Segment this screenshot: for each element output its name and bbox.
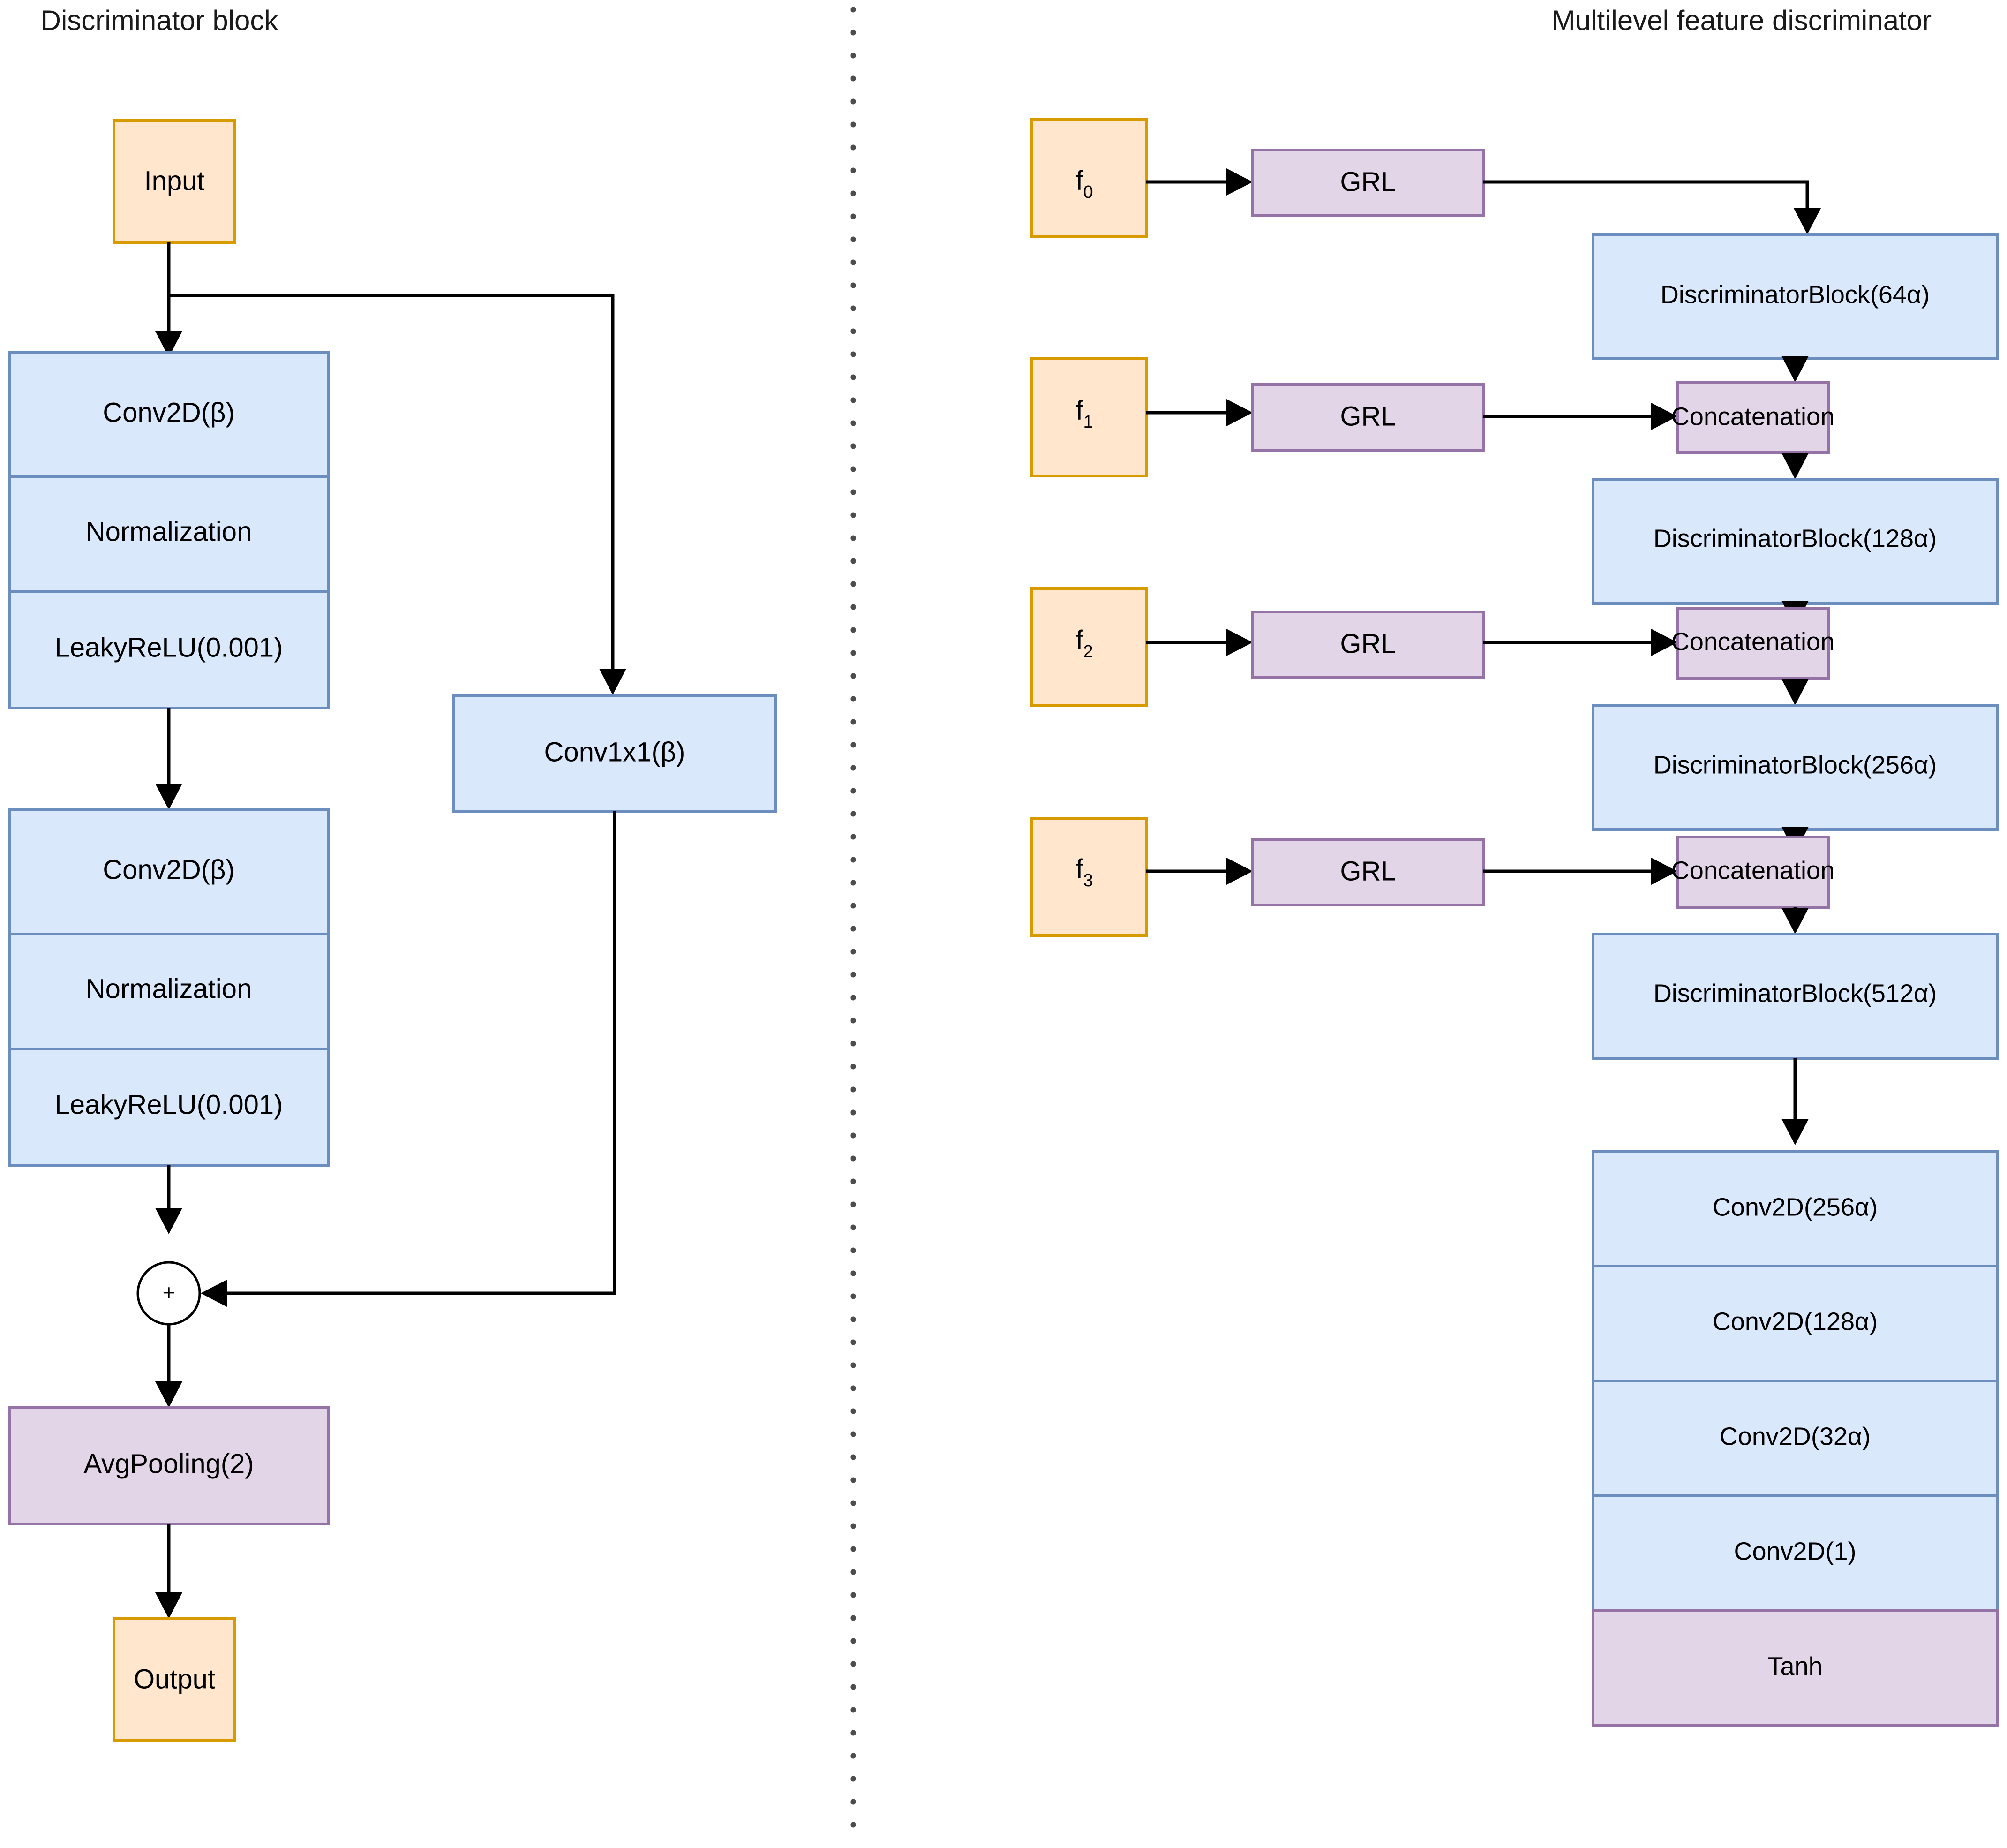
concatenation-2-label: Concatenation (1671, 856, 1834, 884)
edge-input-to-skip-conv (169, 294, 615, 682)
left-panel-title: Discriminator block (41, 5, 279, 36)
grl-3-label: GRL (1340, 856, 1396, 886)
arrowhead-concat2-to-discblock512 (1781, 908, 1809, 934)
conv2d-b-label: Conv2D(β) (103, 854, 235, 885)
concatenation-1-label: Concatenation (1671, 627, 1834, 656)
feature-f2-node[interactable] (1030, 587, 1148, 707)
leakyrelu-a-node[interactable] (8, 590, 330, 709)
feature-f2-label: f2 (1075, 625, 1093, 662)
head-conv2d-128-label: Conv2D(128α) (1713, 1307, 1878, 1335)
head-conv2d-32-label: Conv2D(32α) (1720, 1422, 1871, 1450)
arrowhead-input-to-conv-a (155, 331, 182, 357)
arrowhead-avgpool-to-output (155, 1592, 182, 1619)
discriminator-block-64-node[interactable] (1592, 233, 1999, 360)
head-conv2d-256-label: Conv2D(256α) (1713, 1193, 1878, 1221)
head-conv2d-128-node[interactable] (1592, 1265, 1999, 1382)
head-conv2d-256-node[interactable] (1592, 1150, 1999, 1267)
grl-1-label: GRL (1340, 401, 1396, 431)
concatenation-2-node[interactable] (1676, 836, 1830, 909)
input-node-label: Input (144, 166, 205, 196)
output-node-label: Output (134, 1664, 215, 1694)
head-tanh-node[interactable] (1592, 1609, 1999, 1727)
head-conv2d-1-node[interactable] (1592, 1494, 1999, 1612)
grl-2-node[interactable] (1251, 611, 1485, 679)
edge-grl0-to-discblock-64 (1483, 180, 1809, 222)
discriminator-block-256-label: DiscriminatorBlock(256α) (1654, 751, 1937, 779)
feature-f1-node[interactable] (1030, 357, 1148, 477)
head-conv2d-1-label: Conv2D(1) (1734, 1537, 1856, 1565)
grl-0-label: GRL (1340, 166, 1396, 197)
discriminator-block-512-label: DiscriminatorBlock(512α) (1654, 979, 1937, 1007)
conv1x1-node[interactable] (452, 694, 777, 813)
discriminator-block-64-label: DiscriminatorBlock(64α) (1661, 280, 1930, 309)
edge-skip-conv-to-add (213, 811, 616, 1295)
discriminator-block-256-node[interactable] (1592, 704, 1999, 831)
conv2d-a-label: Conv2D(β) (103, 397, 235, 428)
conv2d-a-node[interactable] (8, 351, 330, 478)
discriminator-block-128-node[interactable] (1592, 478, 1999, 605)
feature-f3-label: f3 (1075, 854, 1093, 890)
arrowhead-f3-to-grl3 (1226, 858, 1253, 885)
arrowhead-block-a-to-block-b (155, 784, 182, 810)
avgpooling-label: AvgPooling(2) (83, 1448, 254, 1479)
discriminator-block-512-node[interactable] (1592, 933, 1999, 1060)
arrowhead-grl1-to-concat0 (1651, 403, 1677, 430)
add-operator-label: + (163, 1280, 175, 1305)
grl-0-node[interactable] (1251, 149, 1485, 217)
discriminator-block-128-label: DiscriminatorBlock(128α) (1654, 524, 1937, 552)
concatenation-1-node[interactable] (1676, 607, 1830, 680)
normalization-a-node[interactable] (8, 475, 330, 593)
grl-1-node[interactable] (1251, 383, 1485, 452)
arrowhead-f1-to-grl1 (1226, 399, 1253, 426)
arrowhead-input-to-skip-conv (599, 669, 626, 695)
arrowhead-grl0-to-discblock-64 (1794, 208, 1821, 234)
leakyrelu-b-node[interactable] (8, 1048, 330, 1167)
arrowhead-grl3-to-concat2 (1651, 858, 1677, 885)
arrowhead-discblock64-to-concat0 (1781, 356, 1809, 382)
arrowhead-f0-to-grl0 (1226, 168, 1253, 196)
arrowhead-f2-to-grl2 (1226, 629, 1253, 656)
feature-f3-node[interactable] (1030, 817, 1148, 937)
feature-f1-label: f1 (1075, 395, 1093, 432)
feature-f0-label: f0 (1075, 166, 1093, 202)
arrowhead-grl2-to-concat1 (1651, 629, 1677, 656)
grl-2-label: GRL (1340, 628, 1396, 659)
arrowhead-discblock512-to-head (1781, 1119, 1809, 1145)
output-node[interactable] (113, 1617, 236, 1742)
normalization-a-label: Normalization (86, 516, 252, 547)
feature-f0-node[interactable] (1030, 118, 1148, 238)
arrowhead-block-b-to-add (155, 1208, 182, 1234)
avgpooling-node[interactable] (8, 1406, 330, 1525)
head-tanh-label: Tanh (1767, 1652, 1822, 1680)
arrowhead-skip-conv-to-add (201, 1280, 227, 1307)
concatenation-0-node[interactable] (1676, 381, 1830, 454)
grl-3-node[interactable] (1251, 838, 1485, 906)
head-conv2d-32-node[interactable] (1592, 1380, 1999, 1497)
input-node[interactable] (113, 119, 236, 244)
arrowhead-concat0-to-discblock128 (1781, 453, 1809, 479)
normalization-b-label: Normalization (86, 973, 252, 1004)
arrowhead-add-to-avgpool (155, 1381, 182, 1408)
leakyrelu-b-label: LeakyReLU(0.001) (55, 1089, 283, 1120)
conv2d-b-node[interactable] (8, 808, 330, 935)
right-panel-title: Multilevel feature discriminator (1552, 5, 1932, 36)
leakyrelu-a-label: LeakyReLU(0.001) (55, 632, 283, 663)
conv1x1-label: Conv1x1(β) (544, 737, 685, 767)
arrowhead-concat1-to-discblock256 (1781, 679, 1809, 705)
concatenation-0-label: Concatenation (1671, 402, 1834, 430)
